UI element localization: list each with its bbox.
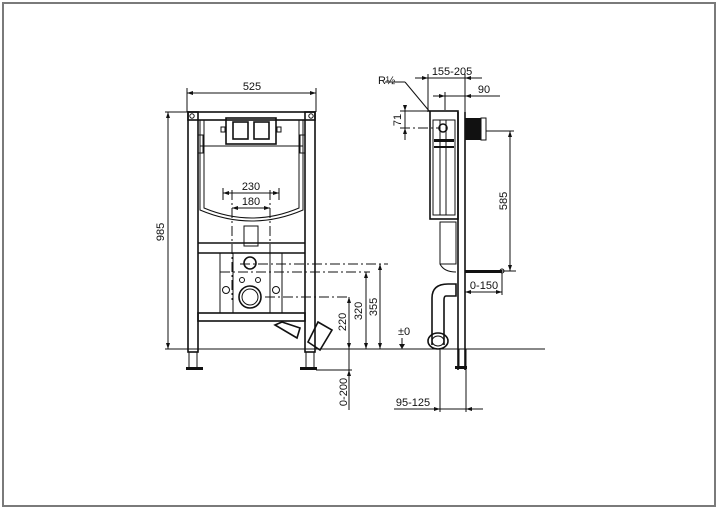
dim-985: 985 bbox=[155, 223, 167, 241]
dim-355: 355 bbox=[368, 298, 380, 316]
dim-90: 90 bbox=[478, 84, 490, 96]
dim-585: 585 bbox=[498, 192, 510, 210]
side-view: R½ 155-205 90 71 585 0-150 ±0 bbox=[378, 66, 516, 412]
dim-95-125: 95-125 bbox=[396, 397, 430, 409]
dim-320: 320 bbox=[353, 302, 365, 320]
dim-71: 71 bbox=[392, 114, 404, 126]
dim-0-150: 0-150 bbox=[470, 280, 498, 292]
flush-plate bbox=[225, 117, 277, 145]
right-post bbox=[304, 111, 316, 353]
dim-180: 180 bbox=[242, 196, 260, 208]
dim-525: 525 bbox=[243, 81, 261, 93]
label-floor-level: ±0 bbox=[398, 326, 410, 338]
dim-0-200: 0-200 bbox=[338, 378, 350, 406]
dim-230: 230 bbox=[242, 181, 260, 193]
left-post bbox=[187, 111, 199, 353]
dim-155-205: 155-205 bbox=[432, 66, 472, 78]
label-r-half: R½ bbox=[378, 75, 395, 87]
dim-220: 220 bbox=[337, 313, 349, 331]
top-rail bbox=[187, 111, 316, 121]
front-view: 525 985 230 180 355 320 220 0-200 bbox=[155, 81, 388, 410]
cistern-side bbox=[429, 110, 459, 220]
flush-button-block bbox=[465, 118, 481, 140]
